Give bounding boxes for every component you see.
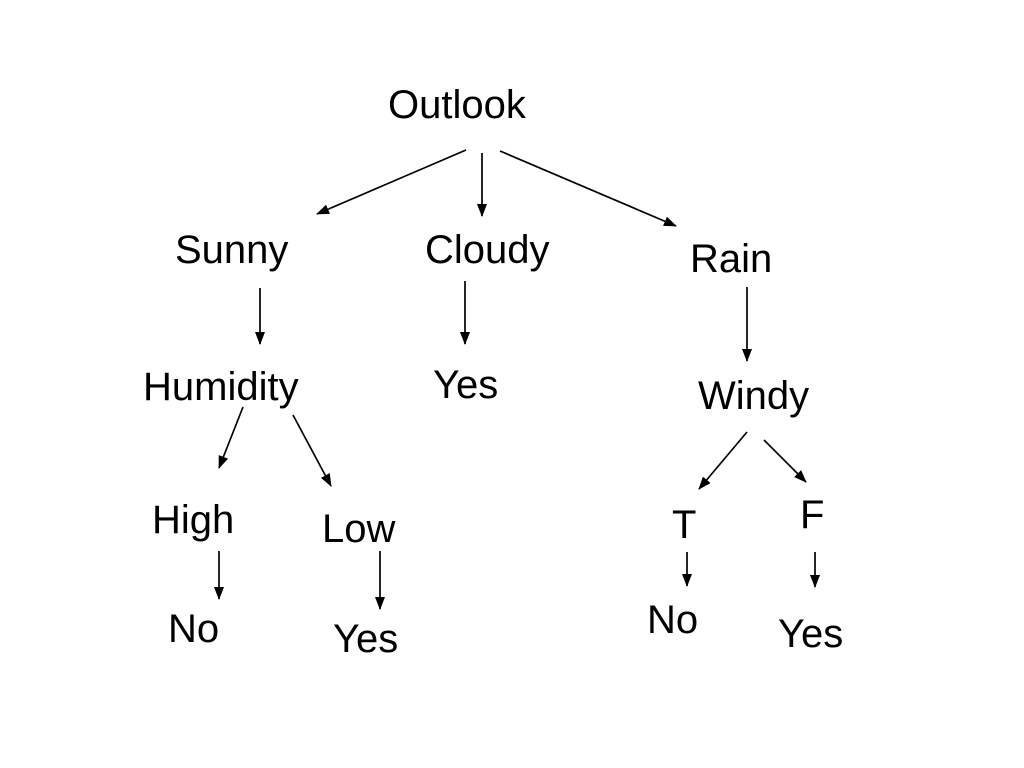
node-label-f: F [800, 493, 825, 537]
node-label-t: T [672, 503, 697, 547]
edge-windy-to-f [763, 439, 807, 483]
node-label-no-t: No [647, 598, 699, 642]
edge-outlook-to-sunny [316, 149, 467, 215]
node-label-windy: Windy [698, 374, 810, 418]
node-label-rain: Rain [690, 237, 773, 281]
node-label-cloudy: Cloudy [425, 228, 550, 272]
node-label-yes-f: Yes [778, 612, 844, 656]
edge-windy-to-t [698, 431, 748, 490]
edge-humidity-to-high [218, 406, 244, 469]
node-label-no-high: No [168, 607, 220, 651]
node-label-yes-cloudy: Yes [433, 363, 499, 407]
node-label-outlook: Outlook [388, 83, 526, 127]
node-label-high: High [152, 498, 235, 542]
node-label-low: Low [322, 507, 396, 551]
edge-humidity-to-low [292, 414, 332, 487]
node-label-sunny: Sunny [175, 228, 289, 272]
edge-outlook-to-rain [499, 150, 677, 227]
node-label-yes-low: Yes [333, 617, 399, 661]
node-label-humidity: Humidity [143, 365, 299, 409]
